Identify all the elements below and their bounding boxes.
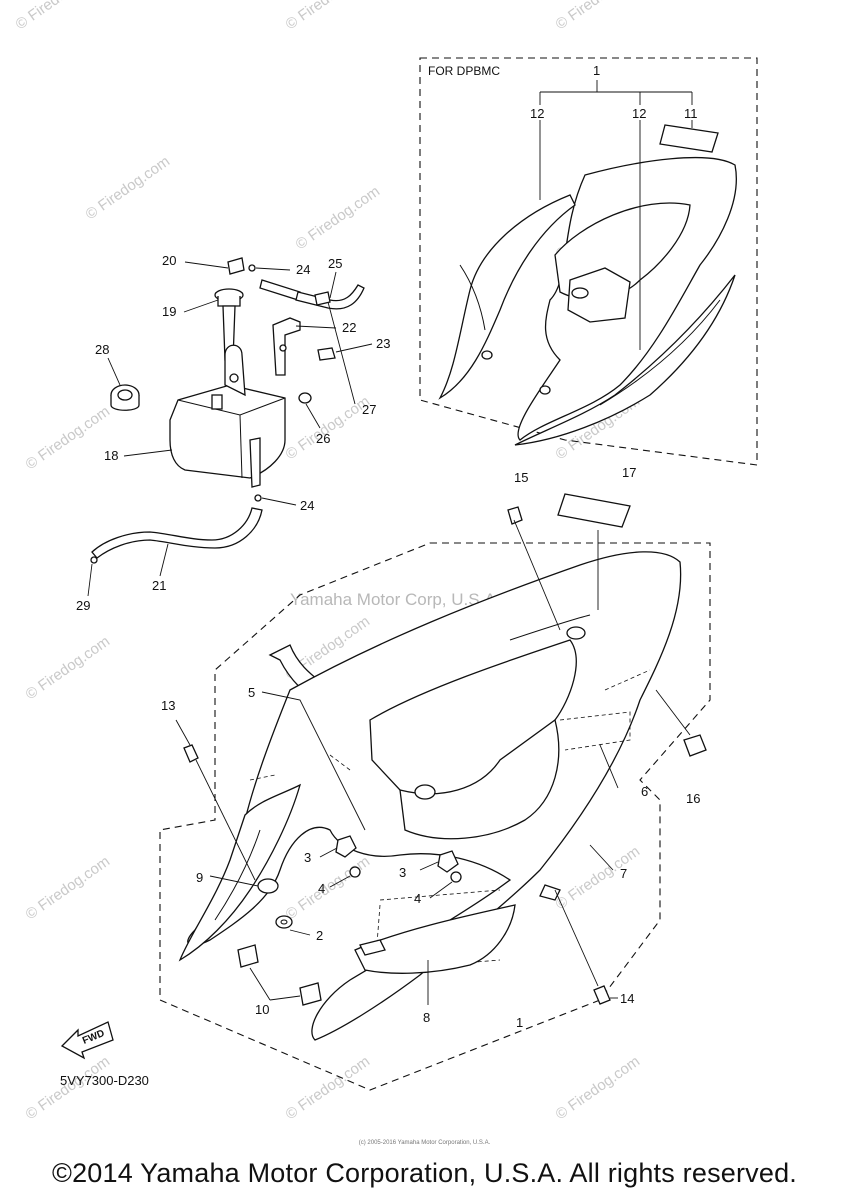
callout-21: 21 [152, 578, 166, 593]
callout-1-bottom: 1 [516, 1015, 523, 1030]
watermark-tile: © Firedog.com [283, 393, 374, 463]
callout-numbers: 1 12 12 11 20 24 25 19 22 23 28 27 26 18… [76, 63, 700, 1030]
callout-16: 16 [686, 791, 700, 806]
callout-10: 10 [255, 1002, 269, 1017]
variant-label: FOR DPBMC [428, 64, 500, 78]
small-copyright: (c) 2005-2016 Yamaha Motor Corporation, … [358, 1140, 491, 1146]
watermark-tile: © Firedog.com [23, 403, 114, 473]
watermark-tile: © Firedog.com [283, 0, 374, 33]
callout-24-low: 24 [300, 498, 314, 513]
reservoir-tank-group [90, 257, 365, 564]
callout-23: 23 [376, 336, 390, 351]
watermark-tile: © Firedog.com [293, 183, 384, 253]
callout-1-top: 1 [593, 63, 600, 78]
callout-28: 28 [95, 342, 109, 357]
watermark-tile: © Firedog.com [13, 0, 104, 33]
callout-12-right: 12 [632, 106, 646, 121]
watermark-layer: © Firedog.com © Firedog.com © Firedog.co… [13, 0, 644, 1123]
callout-27: 27 [362, 402, 376, 417]
callout-4a: 4 [318, 881, 325, 896]
callout-2: 2 [316, 928, 323, 943]
callout-15: 15 [514, 470, 528, 485]
callout-22: 22 [342, 320, 356, 335]
callout-18: 18 [104, 448, 118, 463]
copyright-notice: ©2014 Yamaha Motor Corporation, U.S.A. A… [51, 1158, 798, 1188]
watermark-tile: © Firedog.com [553, 1053, 644, 1123]
watermark-tile: © Firedog.com [23, 633, 114, 703]
callout-24-top: 24 [296, 262, 310, 277]
callout-9: 9 [196, 870, 203, 885]
callout-7: 7 [620, 866, 627, 881]
callout-12-left: 12 [530, 106, 544, 121]
watermark-tile: © Firedog.com [283, 853, 374, 923]
watermark-tile: © Firedog.com [23, 1053, 114, 1123]
side-watermark: © Firedog.com [83, 153, 174, 223]
callout-29: 29 [76, 598, 90, 613]
callout-14: 14 [620, 991, 634, 1006]
callout-6: 6 [641, 784, 648, 799]
variant-seat-cover-group: FOR DPBMC [419, 57, 758, 466]
drawing-code: 5VY7300-D230 [60, 1073, 149, 1088]
callout-20: 20 [162, 253, 176, 268]
center-watermark: Yamaha Motor Corp, U.S.A. [290, 590, 500, 609]
callout-8: 8 [423, 1010, 430, 1025]
watermark-tile: © Firedog.com [23, 853, 114, 923]
callout-19: 19 [162, 304, 176, 319]
callout-4b: 4 [414, 891, 421, 906]
rear-cowling-group [159, 493, 711, 1091]
callout-17: 17 [622, 465, 636, 480]
callout-25: 25 [328, 256, 342, 271]
callout-3b: 3 [399, 865, 406, 880]
watermark-tile: © Firedog.com [283, 1053, 374, 1123]
callout-26: 26 [316, 431, 330, 446]
watermark-tile: © Firedog.com [553, 0, 644, 33]
fwd-arrow-icon: FWD [60, 1021, 114, 1060]
callout-5: 5 [248, 685, 255, 700]
callout-13: 13 [161, 698, 175, 713]
upper-leader-lines [87, 261, 373, 597]
callout-3a: 3 [304, 850, 311, 865]
callout-11: 11 [684, 106, 698, 121]
